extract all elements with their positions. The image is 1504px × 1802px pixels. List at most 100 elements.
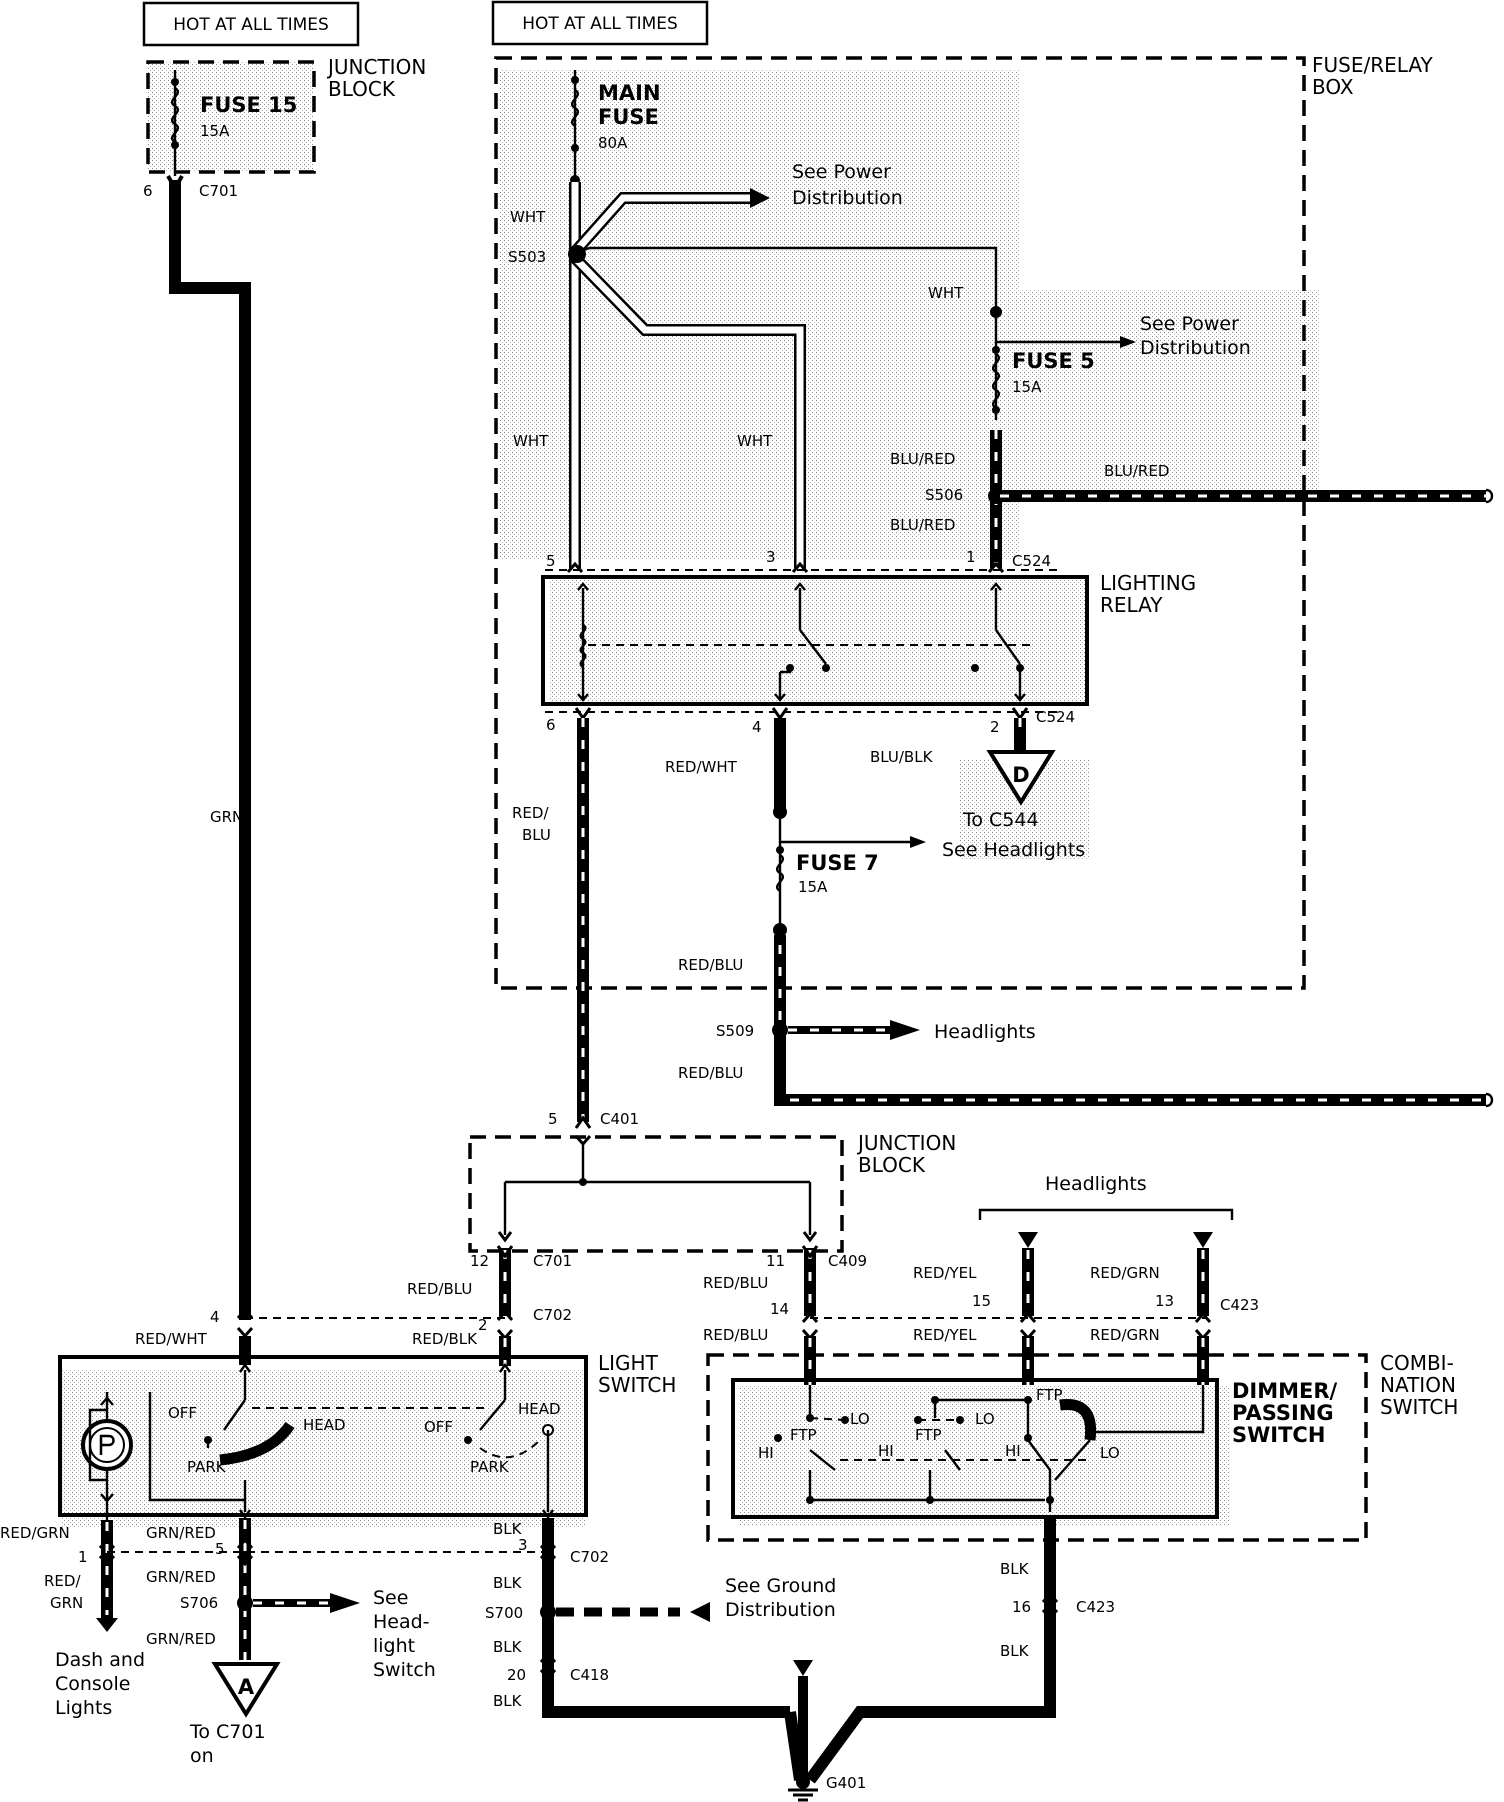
pin1b-label: 1 (78, 1548, 88, 1566)
pin5b-label: 5 (215, 1540, 225, 1558)
head-2: HEAD (518, 1400, 561, 1418)
see-headlight-switch-2: Head- (373, 1611, 430, 1633)
to-c701-2: on (190, 1745, 214, 1767)
junction-block-top-box (146, 60, 316, 174)
see-headlights-label: See Headlights (942, 839, 1085, 861)
dimmer-switch-label-2: PASSING (1232, 1401, 1334, 1425)
red-blu-s509-label: RED/BLU (678, 1064, 743, 1082)
combination-switch-label-1: COMBI- (1380, 1351, 1454, 1375)
pin20-label: 20 (507, 1666, 526, 1684)
jb-top-label-2: BLOCK (328, 77, 396, 101)
light-switch-box (58, 1355, 588, 1517)
see-power-1b: Distribution (792, 187, 903, 209)
red-blk-ls-label: RED/BLK (412, 1330, 478, 1348)
c418-label: C418 (570, 1666, 609, 1684)
lo-2: LO (975, 1410, 995, 1428)
grn-red-label-1: GRN/RED (146, 1524, 216, 1542)
hot-at-all-times-left: HOT AT ALL TIMES (142, 1, 360, 47)
to-c701-1: To C701 (189, 1721, 266, 1743)
red-blu-c14-label: RED/BLU (703, 1326, 768, 1344)
connector-a-triangle (211, 1662, 281, 1718)
splice-s509 (772, 1022, 788, 1038)
wht-label-4: WHT (928, 284, 964, 302)
combination-switch-box (706, 1353, 1368, 1542)
c401-label: C401 (600, 1110, 639, 1128)
headlights-arrow-label: Headlights (934, 1021, 1036, 1043)
head-1: HEAD (303, 1416, 346, 1434)
pin1-label: 1 (966, 548, 976, 566)
fuse5-element (992, 352, 1000, 410)
jb-mid-label-2: BLOCK (858, 1153, 926, 1177)
hi-1: HI (758, 1444, 774, 1462)
pin6-label: 6 (546, 716, 556, 734)
blk-label-4: BLK (493, 1692, 523, 1710)
c524-top-label: C524 (1012, 552, 1051, 570)
blk-label-2: BLK (493, 1574, 523, 1592)
c423-top-label: C423 (1220, 1296, 1259, 1314)
off-1: OFF (168, 1404, 197, 1422)
splice-s700 (540, 1604, 556, 1620)
main-fuse-label-2: FUSE (598, 105, 659, 129)
red-grn-dash2-label-2: GRN (50, 1594, 83, 1612)
main-fuse-amp: 80A (598, 134, 628, 152)
blu-blk-label: BLU/BLK (870, 748, 934, 766)
pin4b-label: 4 (210, 1308, 220, 1326)
see-ground-2: Distribution (725, 1599, 836, 1621)
fuse15-element (171, 86, 179, 144)
c701-mid-label: C701 (533, 1252, 572, 1270)
lighting-relay-label-1: LIGHTING (1100, 571, 1196, 595)
see-headlight-switch-4: Switch (373, 1659, 436, 1681)
main-fuse-label-1: MAIN (598, 81, 661, 105)
pin16-label: 16 (1012, 1598, 1031, 1616)
see-power-2a: See Power (1140, 313, 1239, 335)
red-blu-relay-label-1: RED/ (512, 804, 549, 822)
blk-wire-light-switch (542, 1518, 790, 1718)
pin3b-label: 3 (518, 1536, 528, 1554)
ftp-3: FTP (1036, 1386, 1063, 1404)
red-wht-ls-label: RED/WHT (135, 1330, 208, 1348)
red-blu-wire-s509 (774, 935, 1486, 1106)
c401-pin: 5 (548, 1110, 558, 1128)
fuse5-amp: 15A (1012, 378, 1042, 396)
grn-label: GRN (210, 808, 243, 826)
dimmer-switch-internals (774, 1385, 1205, 1512)
dash-console-3: Lights (55, 1697, 112, 1719)
see-headlight-switch-1: See (373, 1587, 408, 1609)
fuse-relay-box-label-1: FUSE/RELAY (1312, 53, 1433, 77)
pin14-label: 14 (770, 1300, 789, 1318)
dash-console-1: Dash and (55, 1649, 145, 1671)
light-switch-label-2: SWITCH (598, 1373, 676, 1397)
red-grn-label-2: RED/GRN (1090, 1326, 1160, 1344)
hi-2: HI (878, 1442, 894, 1460)
fuse15-label: FUSE 15 (200, 93, 297, 117)
fuse7-label: FUSE 7 (796, 851, 879, 875)
ground-g401 (788, 1775, 818, 1802)
s509-label: S509 (716, 1022, 754, 1040)
c702-top-label: C702 (533, 1306, 572, 1324)
pin3-label: 3 (766, 548, 776, 566)
jb-mid-label-1: JUNCTION (856, 1131, 956, 1155)
hot-at-all-times-right: HOT AT ALL TIMES (491, 0, 709, 46)
pin12-label: 12 (470, 1252, 489, 1270)
ftp-1: FTP (790, 1426, 817, 1444)
splice-s503 (568, 245, 586, 263)
blk-wire-combination-switch (805, 1517, 1056, 1784)
hot-label-right: HOT AT ALL TIMES (522, 14, 678, 34)
red-grn-label-1: RED/GRN (1090, 1264, 1160, 1282)
red-grn-dash2-label-1: RED/ (44, 1572, 81, 1590)
see-power-1a: See Power (792, 161, 891, 183)
connector-d-letter: D (1012, 763, 1029, 787)
lighting-relay-label-2: RELAY (1100, 593, 1163, 617)
lighting-relay-internals (577, 582, 1030, 702)
pin15-label: 15 (972, 1292, 991, 1310)
grn-wire (169, 180, 251, 1320)
s503-label: S503 (508, 248, 546, 266)
connector-a-letter: A (238, 1675, 255, 1699)
ftp-2: FTP (915, 1426, 942, 1444)
c701-top-pin: 6 (143, 182, 153, 200)
s706-label: S706 (180, 1594, 218, 1612)
fuse15-amp: 15A (200, 122, 230, 140)
pin4-label: 4 (752, 718, 762, 736)
fuse-relay-box-label-2: BOX (1312, 75, 1354, 99)
wht-label-1: WHT (510, 208, 546, 226)
